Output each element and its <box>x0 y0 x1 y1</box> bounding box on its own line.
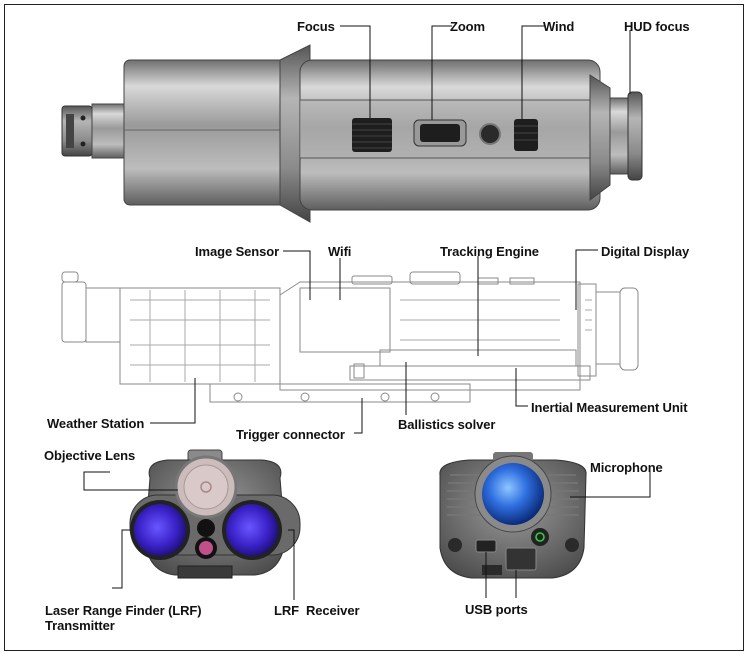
label-wind: Wind <box>543 19 575 34</box>
label-lrf-transmitter: Laser Range Finder (LRF) Transmitter <box>45 603 202 633</box>
label-ballistics-solver: Ballistics solver <box>398 417 496 432</box>
label-tracking-engine: Tracking Engine <box>440 244 539 259</box>
diagram-frame <box>4 4 744 651</box>
label-wifi: Wifi <box>328 244 352 259</box>
leader-lines <box>83 25 651 600</box>
label-image-sensor: Image Sensor <box>195 244 280 259</box>
top-view-device <box>61 44 643 223</box>
label-objective-lens: Objective Lens <box>44 448 136 463</box>
label-hud-focus: HUD focus <box>624 19 690 34</box>
rear-view-device <box>439 452 587 579</box>
label-digital-display: Digital Display <box>601 244 690 259</box>
label-trigger-connector: Trigger connector <box>236 427 345 442</box>
front-view-device <box>129 449 301 579</box>
label-lrf-receiver: LRF Receiver <box>274 603 360 618</box>
label-focus: Focus <box>297 19 335 34</box>
label-inertial-measurement-unit: Inertial Measurement Unit <box>531 400 688 415</box>
label-usb-ports: USB ports <box>465 602 528 617</box>
cutaway-device <box>61 271 639 403</box>
label-zoom: Zoom <box>450 19 485 34</box>
label-weather-station: Weather Station <box>47 416 145 431</box>
label-lrf-transmitter-line2: Transmitter <box>45 618 115 633</box>
label-lrf-transmitter-line1: Laser Range Finder (LRF) <box>45 603 202 618</box>
label-microphone: Microphone <box>590 460 663 475</box>
